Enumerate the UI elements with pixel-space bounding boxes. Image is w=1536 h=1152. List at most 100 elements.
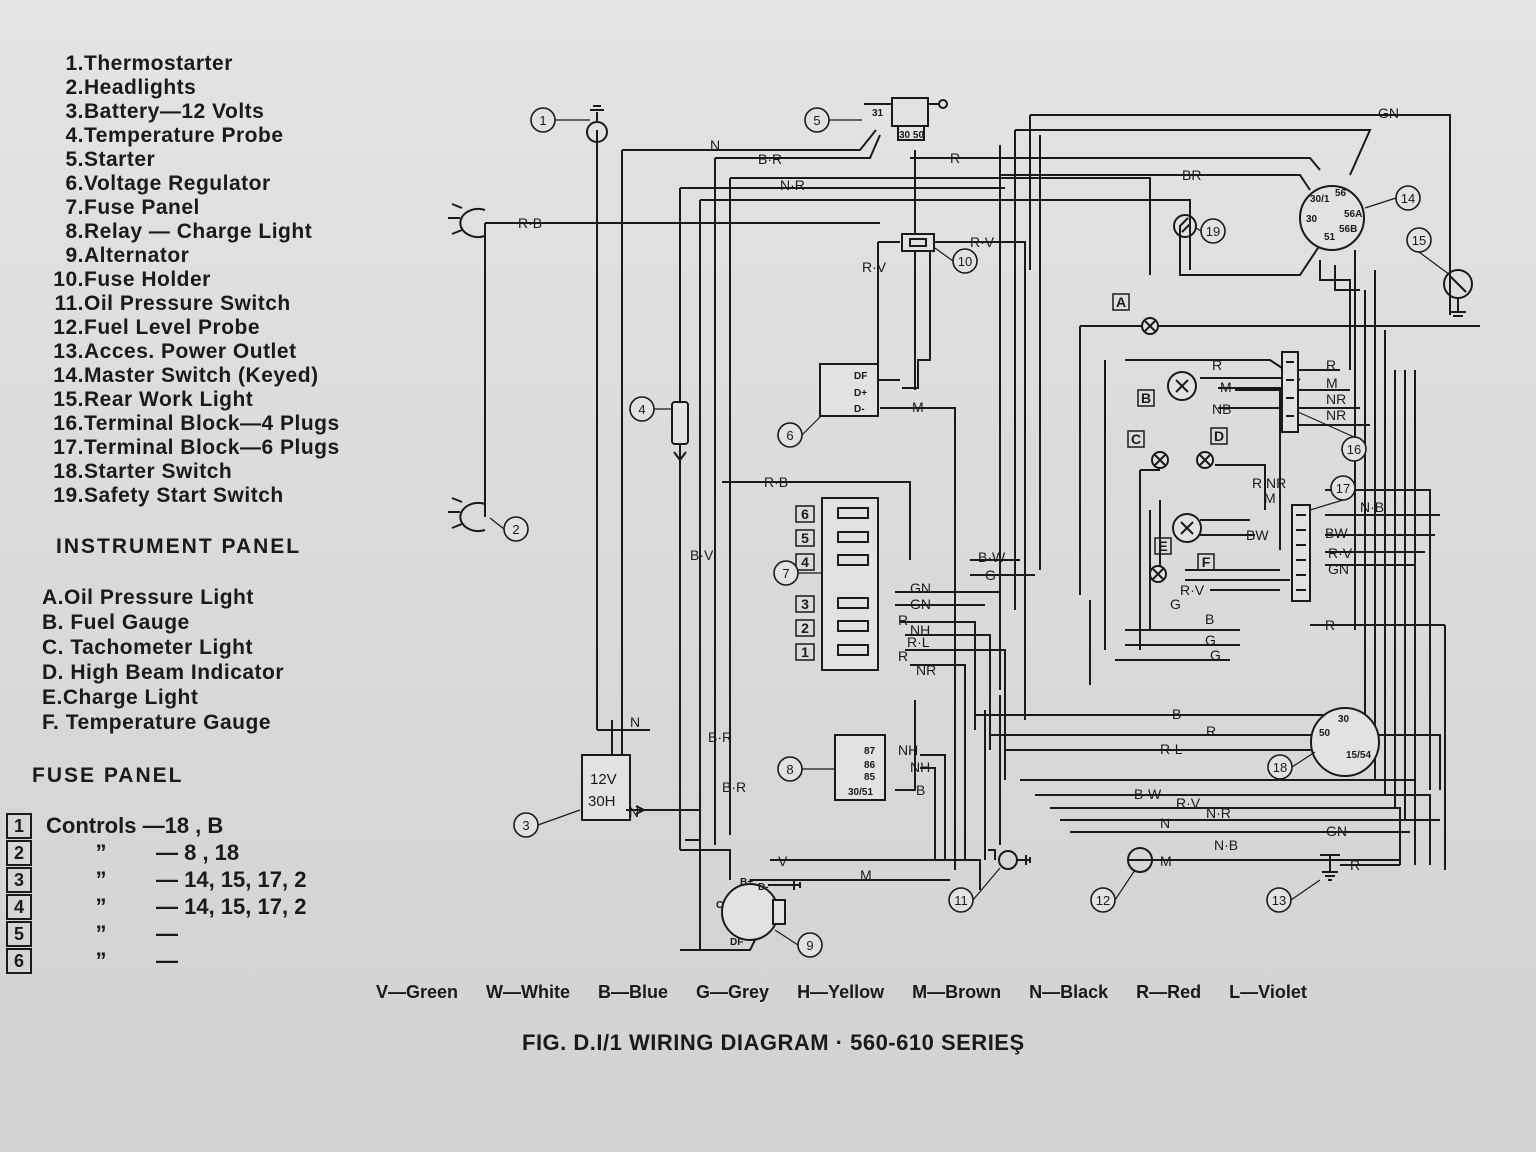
legend-item: 16.Terminal Block—4 Plugs bbox=[53, 412, 340, 435]
relay-symbol bbox=[834, 734, 886, 801]
wire-label: R·V bbox=[970, 234, 995, 250]
fuse-row: 6”— bbox=[6, 947, 346, 974]
wire-label: B·R bbox=[722, 779, 746, 795]
wire bbox=[1015, 129, 1372, 176]
fuse-holder-symbol bbox=[901, 233, 935, 252]
wire-label: NB bbox=[1212, 401, 1231, 417]
wire bbox=[1030, 114, 1451, 315]
wire bbox=[730, 177, 1151, 275]
wire-label: M bbox=[1160, 853, 1172, 869]
color-code: H—Yellow bbox=[797, 982, 885, 1002]
wire bbox=[622, 129, 877, 151]
legend-item: 19.Safety Start Switch bbox=[53, 484, 284, 507]
terminal-block-4-symbol bbox=[1281, 351, 1299, 433]
wire-label: N·B bbox=[1214, 837, 1238, 853]
terminal-label: 30 bbox=[1306, 214, 1318, 225]
fuse-slot-number: 1 bbox=[801, 644, 809, 660]
wire-label: R·V bbox=[1180, 582, 1205, 598]
battery-voltage-label: 12V bbox=[590, 771, 617, 788]
wire-label: B·W bbox=[1134, 786, 1162, 802]
callout-number: 12 bbox=[1096, 893, 1110, 908]
wire bbox=[910, 664, 966, 860]
wire-label: B·W bbox=[978, 549, 1006, 565]
wire bbox=[905, 634, 991, 750]
legend-item: D. High Beam Indicator bbox=[42, 661, 285, 684]
wire-label: NH bbox=[910, 759, 930, 775]
terminal-label: 30 50 bbox=[899, 130, 924, 141]
temperature-gauge-icon bbox=[1172, 513, 1202, 543]
fuse-number: 2 bbox=[6, 839, 32, 866]
wire-label: N·B bbox=[1360, 499, 1384, 515]
wire-label: GN bbox=[1328, 561, 1349, 577]
legend-item: E.Charge Light bbox=[42, 686, 199, 709]
oil-pressure-light-icon bbox=[1141, 317, 1159, 335]
power-outlet-symbol bbox=[1320, 854, 1340, 881]
wire-label: B bbox=[916, 782, 925, 798]
battery-symbol bbox=[581, 754, 647, 821]
wire bbox=[770, 859, 981, 890]
wire-label: B·R bbox=[758, 151, 782, 167]
wire-label: N bbox=[629, 804, 639, 820]
wire-label: G bbox=[1205, 632, 1216, 648]
callout-number: 9 bbox=[806, 938, 813, 953]
terminal-label: D+ bbox=[854, 388, 867, 399]
wire bbox=[880, 407, 956, 870]
wire-label: NH bbox=[910, 622, 930, 638]
legend-item: A.Oil Pressure Light bbox=[42, 586, 254, 609]
wire bbox=[700, 199, 1191, 270]
high-beam-indicator-icon bbox=[1196, 451, 1214, 469]
callout-number: 19 bbox=[1206, 224, 1220, 239]
callout-number: 6 bbox=[786, 428, 793, 443]
wire-label: NH bbox=[898, 742, 918, 758]
terminal-label: DF bbox=[730, 937, 743, 948]
legend-item: 1.Thermostarter bbox=[65, 52, 233, 75]
callout-number: 14 bbox=[1401, 191, 1415, 206]
panel-letter: F bbox=[1202, 554, 1211, 570]
wire bbox=[680, 849, 731, 880]
fuse-number: 5 bbox=[6, 920, 32, 947]
terminal-label: B+ bbox=[740, 877, 753, 888]
figure-title: FIG. D.I/1 WIRING DIAGRAM · 560-610 SERI… bbox=[522, 1030, 1025, 1055]
wire bbox=[900, 621, 976, 730]
callout-number: 11 bbox=[954, 893, 968, 908]
oil-pressure-switch-symbol bbox=[998, 850, 1031, 870]
wire-label: R bbox=[1212, 357, 1222, 373]
wire-label: NR bbox=[1326, 391, 1346, 407]
wire-label: R bbox=[1326, 357, 1336, 373]
fuse-slot-number: 6 bbox=[801, 506, 809, 522]
wire-label: M bbox=[860, 867, 872, 883]
wire bbox=[920, 767, 936, 860]
fuse-slot-number: 3 bbox=[801, 596, 809, 612]
callout-number: 10 bbox=[958, 254, 972, 269]
wire-label: R bbox=[898, 648, 908, 664]
callout-number: 8 bbox=[786, 762, 793, 777]
wire-label: G bbox=[1210, 647, 1221, 663]
temperature-probe-symbol bbox=[671, 401, 689, 462]
fuse-row: 2”— 8 , 18 bbox=[6, 839, 346, 866]
wire-label: R bbox=[950, 150, 960, 166]
color-code: N—Black bbox=[1029, 982, 1109, 1002]
legend-item: 15.Rear Work Light bbox=[53, 388, 254, 411]
panel-letter: E bbox=[1158, 538, 1167, 554]
wire-label: V bbox=[778, 853, 788, 869]
panel-letter: D bbox=[1214, 428, 1224, 444]
fuse-row: 4”— 14, 15, 17, 2 bbox=[6, 893, 346, 920]
rear-work-light-icon bbox=[1443, 269, 1473, 317]
terminal-block-6-symbol bbox=[1291, 504, 1311, 602]
terminal-label: 56 bbox=[1335, 188, 1347, 199]
fuse-row: 3”— 14, 15, 17, 2 bbox=[6, 866, 346, 893]
fuse-number: 4 bbox=[6, 893, 32, 920]
wire-label: NR bbox=[916, 662, 936, 678]
wire bbox=[920, 754, 946, 860]
wire-label: GN bbox=[1378, 105, 1399, 121]
wire-label: GN bbox=[1326, 823, 1347, 839]
legend-item: 14.Master Switch (Keyed) bbox=[53, 364, 319, 387]
color-code: M—Brown bbox=[912, 982, 1002, 1002]
legend-item: 10.Fuse Holder bbox=[53, 268, 211, 291]
callout-number: 17 bbox=[1336, 481, 1350, 496]
wire-label: B·R bbox=[708, 729, 732, 745]
legend-item: 3.Battery—12 Volts bbox=[65, 100, 265, 123]
wire-label: G bbox=[1170, 596, 1181, 612]
